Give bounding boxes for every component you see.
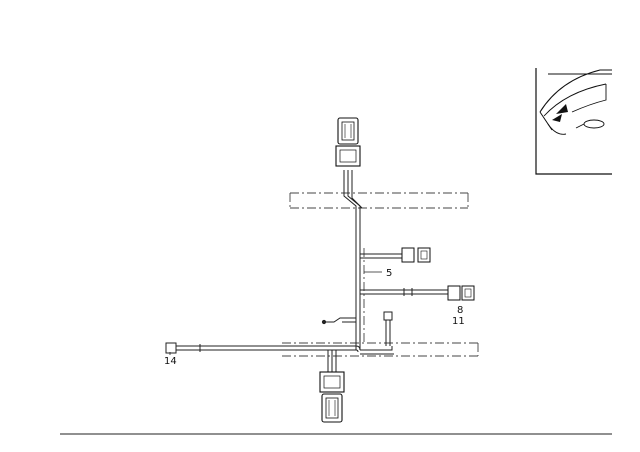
- middle-branch: [360, 288, 448, 296]
- lower-harness: [165, 342, 394, 355]
- bottom-drop: [327, 350, 337, 372]
- body-outline-dashed: [282, 192, 479, 357]
- left-stub-branch: [321, 317, 356, 325]
- callout-11: 11: [452, 316, 465, 327]
- connector-icon: [335, 117, 361, 167]
- plug-icon: [447, 285, 475, 301]
- callout-5: 5: [386, 268, 392, 279]
- bottom-connector: [319, 371, 345, 423]
- leader-lines: [169, 271, 382, 355]
- top-connector: [335, 117, 361, 167]
- locator-inset: [535, 68, 612, 175]
- callout-8: 8: [457, 305, 463, 316]
- plug-icon: [401, 247, 431, 263]
- connector-icon: [319, 371, 345, 423]
- main-harness-trunk: [343, 170, 363, 350]
- arrow-icon: [552, 104, 568, 122]
- callout-14: 14: [164, 356, 177, 367]
- upper-branch: [360, 253, 402, 259]
- vehicle-locator-icon: [575, 119, 605, 129]
- right-stub-branch: [383, 311, 393, 346]
